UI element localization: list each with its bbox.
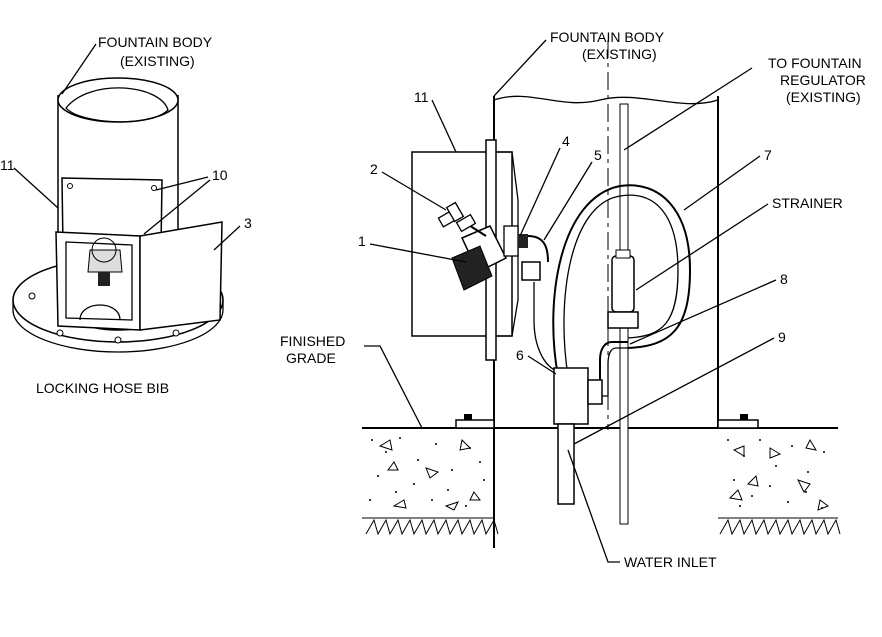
section-view: FOUNTAIN BODY (EXISTING) TO FOUNTAIN REG… xyxy=(280,29,866,570)
leader-4 xyxy=(519,147,561,237)
elbow-fitting xyxy=(527,235,549,263)
wall-fitting xyxy=(503,225,519,257)
hose-bib-handle xyxy=(91,237,117,263)
leader-10b xyxy=(143,179,211,235)
tube-to-tee-inner xyxy=(588,347,628,397)
hose-bib-nozzle xyxy=(451,245,493,291)
callout-11-right: 11 xyxy=(414,89,429,105)
leader-7 xyxy=(683,155,761,211)
label-water-inlet: WATER INLET xyxy=(624,554,717,570)
leader-11-right xyxy=(431,99,457,153)
callout-8: 8 xyxy=(780,271,788,287)
label-to-fountain: TO FOUNTAIN xyxy=(768,55,862,71)
label-strainer: STRAINER xyxy=(772,195,843,211)
leader-2 xyxy=(381,171,447,211)
access-door xyxy=(139,221,223,331)
leader-finished-grade xyxy=(364,345,423,429)
callout-2: 2 xyxy=(370,161,378,177)
leader-6 xyxy=(527,355,557,375)
earth-hatch-right xyxy=(718,517,841,536)
leader-8 xyxy=(629,279,777,345)
hose-bib-valve xyxy=(87,249,123,273)
cylinder-top-rim xyxy=(65,87,169,123)
valve-handle xyxy=(437,201,477,233)
locking-hose-bib-view: FOUNTAIN BODY (EXISTING) 11 10 3 LOCKING… xyxy=(0,34,252,396)
base-flange-right xyxy=(717,419,759,429)
concrete-aggregate xyxy=(378,438,830,511)
fountain-break-line xyxy=(493,95,719,105)
tee-fitting xyxy=(553,367,589,425)
hose-bib-spout xyxy=(98,272,110,286)
nipple xyxy=(518,234,528,248)
leader-fountain-body-right xyxy=(493,39,547,97)
base-flange-left xyxy=(455,419,495,429)
callout-3: 3 xyxy=(244,215,252,231)
label-fountain-body-left: FOUNTAIN BODY xyxy=(98,34,213,50)
box-notch xyxy=(79,304,121,321)
label-existing-regulator: (EXISTING) xyxy=(786,89,861,105)
label-existing-right: (EXISTING) xyxy=(582,46,657,62)
callout-9: 9 xyxy=(778,329,786,345)
earth-hatch-left xyxy=(362,517,499,536)
leader-3 xyxy=(213,225,241,251)
compression-nut xyxy=(521,261,541,281)
leader-water-inlet xyxy=(567,449,620,563)
recessed-box-inner xyxy=(65,241,133,321)
leader-5 xyxy=(543,161,593,241)
callout-7: 7 xyxy=(764,147,772,163)
base-plate-edge xyxy=(12,300,224,353)
callout-6: 6 xyxy=(516,347,524,363)
tube-to-tee xyxy=(588,341,628,389)
label-grade: GRADE xyxy=(286,350,336,366)
strainer-body xyxy=(611,255,635,313)
callout-10: 10 xyxy=(212,167,228,183)
anchor-bolt-left xyxy=(464,414,472,420)
label-existing-left: (EXISTING) xyxy=(120,53,195,69)
leader-11-left xyxy=(13,167,59,209)
leader-fountain-body-left xyxy=(61,43,97,95)
callout-11-left: 11 xyxy=(0,157,15,173)
concrete-right xyxy=(718,428,838,518)
tubing-loop-inner xyxy=(563,194,679,377)
water-inlet-pipe xyxy=(557,423,575,505)
leader-1 xyxy=(369,243,467,263)
strainer-top xyxy=(615,249,631,259)
label-fountain-body-right: FOUNTAIN BODY xyxy=(550,29,665,45)
hose-bib-assembly xyxy=(437,201,528,291)
tee-branch xyxy=(587,379,603,405)
strainer-cap xyxy=(607,311,639,329)
tubing-loop xyxy=(552,184,692,377)
leader-9 xyxy=(573,337,775,445)
callout-1: 1 xyxy=(358,233,366,249)
label-locking-hose-bib: LOCKING HOSE BIB xyxy=(36,380,169,396)
concrete-stipple xyxy=(369,437,825,509)
leader-10a xyxy=(155,176,209,191)
callout-4: 4 xyxy=(562,133,570,149)
leader-strainer xyxy=(635,203,769,291)
anchor-bolt-right xyxy=(740,414,748,420)
callout-5: 5 xyxy=(594,147,602,163)
label-finished: FINISHED xyxy=(280,333,345,349)
leader-to-fountain-regulator xyxy=(623,67,753,151)
label-regulator: REGULATOR xyxy=(780,72,866,88)
